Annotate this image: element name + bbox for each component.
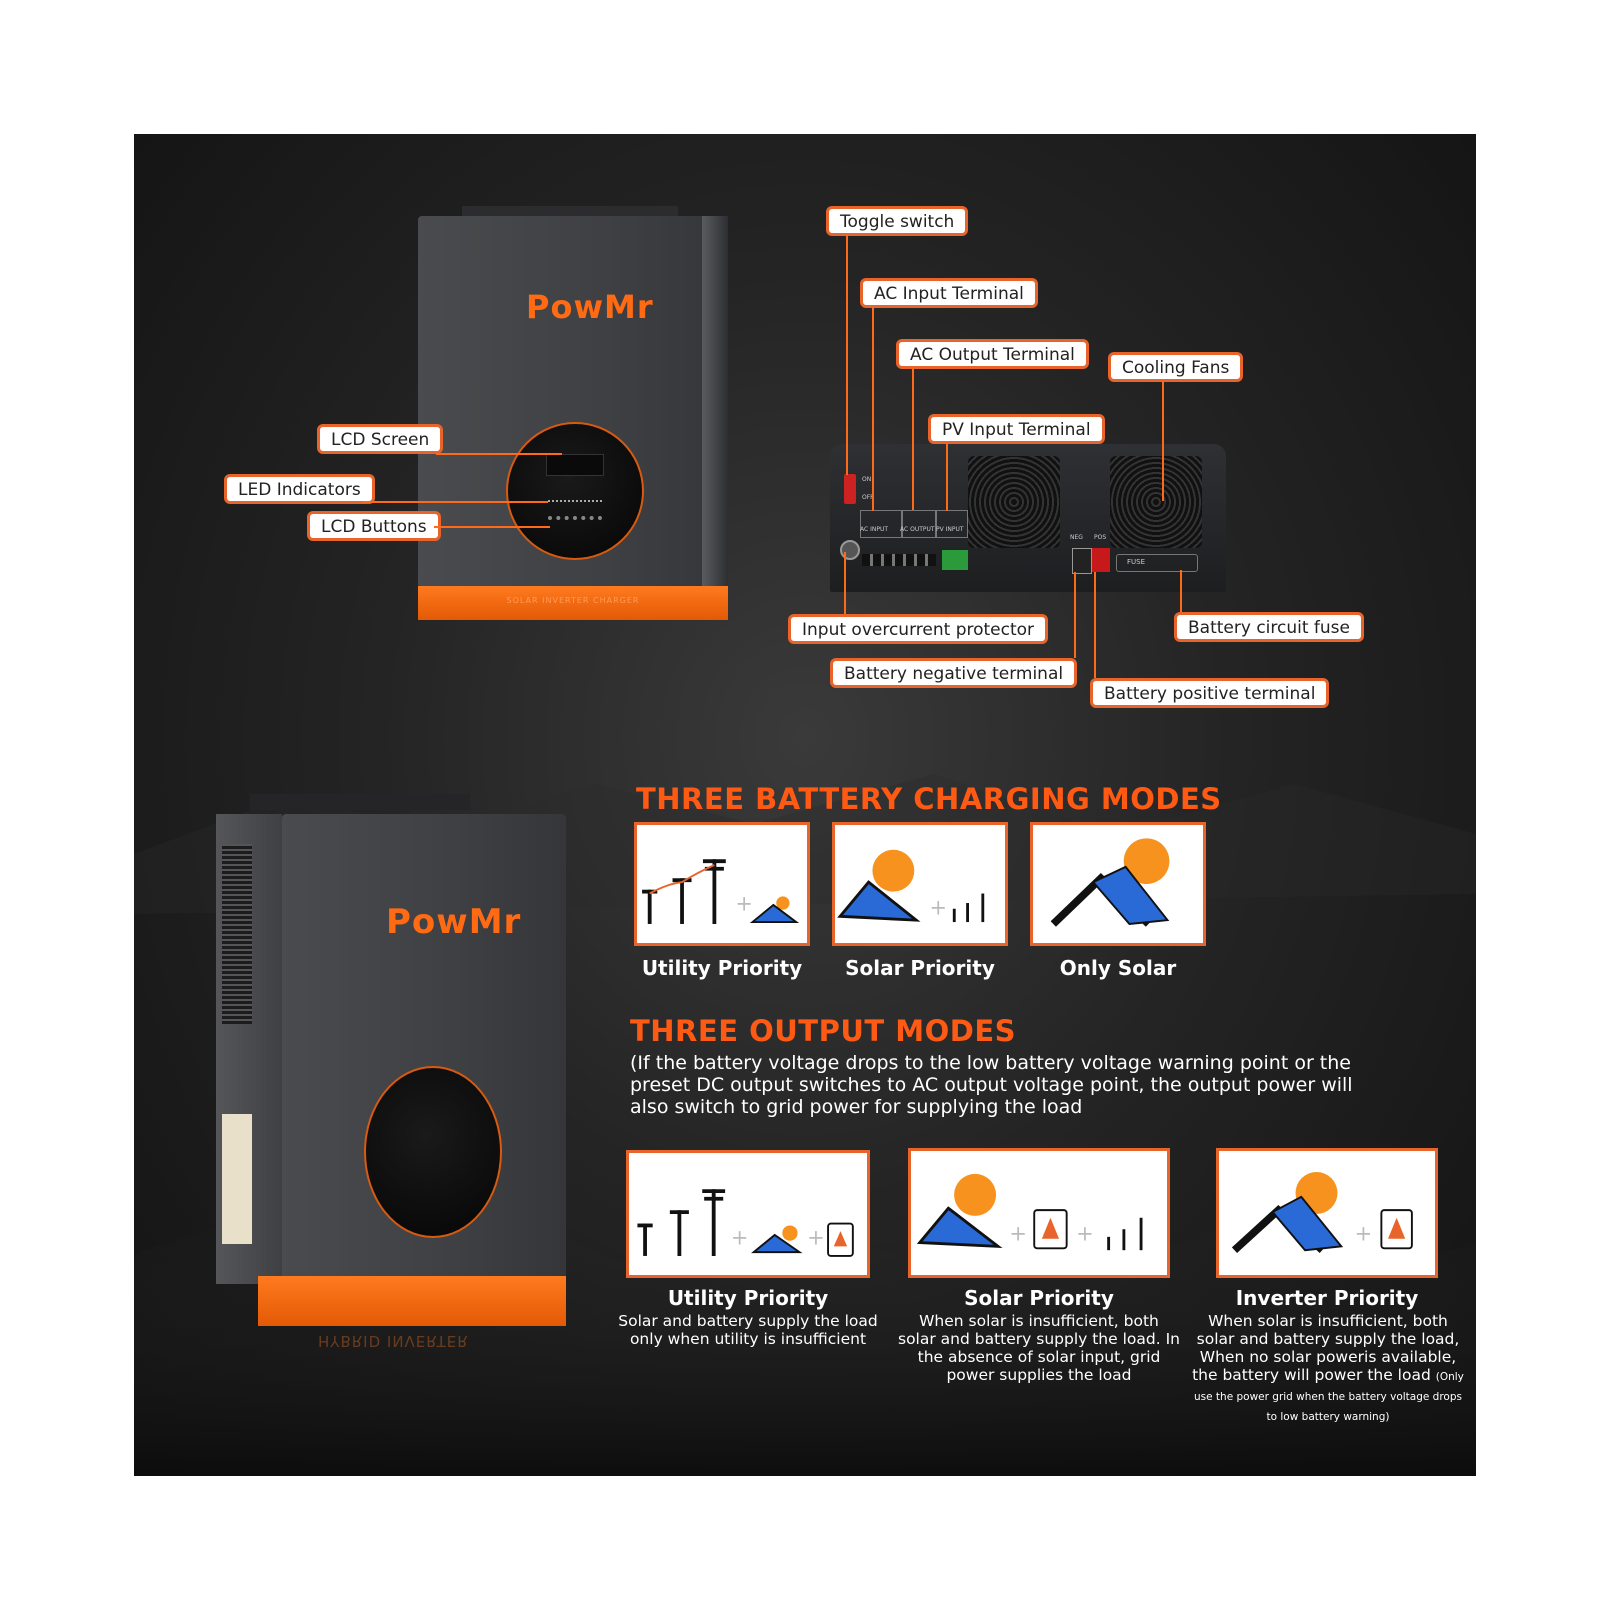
callout-toggle-switch: Toggle switch: [826, 206, 969, 236]
callout-pv-input-terminal: PV Input Terminal: [928, 414, 1105, 444]
output-desc-solar: When solar is insufficient, both solar a…: [898, 1312, 1180, 1384]
mounting-bracket: [462, 206, 678, 218]
neg-label: NEG: [1070, 534, 1083, 541]
pv-input-terminal: [936, 510, 968, 538]
battery-negative-terminal: [1072, 548, 1092, 574]
leader-ac-output: [912, 368, 914, 510]
ac-input-label: AC INPUT: [860, 526, 889, 533]
leader-fuse: [1180, 570, 1182, 612]
solar-battery-icon: +: [1231, 1171, 1413, 1254]
lcd-screen: [506, 422, 644, 560]
inverter-front-base: SOLAR INVERTER CHARGER: [418, 586, 728, 620]
callout-led-indicators: LED Indicators: [224, 474, 375, 504]
brand-logo: PowMr: [526, 288, 654, 326]
inverter-angled: PowMr HYBRID INVERTER: [216, 794, 576, 1354]
battery-positive-terminal: [1092, 548, 1110, 572]
charging-label-only-solar: Only Solar: [1059, 956, 1177, 980]
svg-text:+: +: [1355, 1222, 1373, 1246]
leader-positive: [1094, 572, 1096, 678]
pv-input-label: PV INPUT: [936, 526, 964, 533]
led-indicators: [548, 500, 602, 506]
side-vent: [222, 844, 252, 1024]
charging-card-solar: +: [832, 822, 1008, 946]
callout-lcd-screen: LCD Screen: [317, 424, 444, 454]
output-modes-title: THREE OUTPUT MODES: [630, 1014, 1017, 1048]
toggle-off-label: OFF: [862, 494, 874, 501]
leader-ac-input: [872, 307, 874, 511]
ac-output-terminal: [902, 510, 936, 538]
toggle-switch[interactable]: [844, 474, 856, 504]
charging-card-utility: +: [634, 822, 810, 946]
utility-plus-solar-icon: +: [642, 859, 800, 924]
output-desc-utility: Solar and battery supply the load only w…: [618, 1312, 878, 1348]
svg-text:+: +: [1076, 1222, 1094, 1246]
callout-ac-output-terminal: AC Output Terminal: [896, 339, 1089, 369]
leader-led-indicators: [362, 501, 548, 503]
side-base-text: HYBRID INVERTER: [318, 1332, 469, 1350]
leader-pv-input: [946, 443, 948, 511]
inverter-front: PowMr SOLAR INVERTER CHARGER: [418, 206, 728, 630]
leader-cooling-fans: [1162, 381, 1164, 501]
output-label-utility: Utility Priority: [667, 1286, 829, 1310]
fan-left: [968, 456, 1060, 548]
pv-terminal-block: [942, 550, 968, 570]
leader-lcd-buttons: [434, 526, 550, 528]
output-desc-inverter-note: (Only use the power grid when the batter…: [1194, 1371, 1464, 1423]
leader-toggle-switch: [846, 235, 848, 475]
angled-base: HYBRID INVERTER: [258, 1276, 566, 1350]
angled-side: [216, 814, 282, 1284]
charging-card-only-solar: [1030, 822, 1206, 946]
output-label-inverter: Inverter Priority: [1235, 1286, 1419, 1310]
svg-text:+: +: [807, 1226, 825, 1250]
output-label-solar: Solar Priority: [964, 1286, 1114, 1310]
charging-label-utility: Utility Priority: [641, 956, 803, 980]
leader-negative: [1074, 572, 1076, 658]
output-card-utility: + +: [626, 1150, 870, 1278]
output-desc-inverter-text: When solar is insufficient, both solar a…: [1192, 1312, 1460, 1384]
utility-solar-battery-icon: + +: [637, 1189, 854, 1257]
callout-input-overcurrent-protector: Input overcurrent protector: [788, 614, 1049, 644]
front-base-text: SOLAR INVERTER CHARGER: [506, 596, 640, 605]
angled-bracket: [250, 794, 470, 810]
lcd-readout: [546, 454, 604, 476]
lcd-screen-angled: [364, 1066, 502, 1238]
output-desc-inverter: When solar is insufficient, both solar a…: [1190, 1312, 1466, 1426]
callout-battery-positive-terminal: Battery positive terminal: [1090, 678, 1330, 708]
ac-output-label: AC OUTPUT: [900, 526, 935, 533]
solar-only-icon: [1050, 838, 1170, 927]
leader-lcd-screen: [436, 453, 562, 455]
fuse-label: FUSE: [1127, 558, 1146, 566]
output-modes-note: (If the battery voltage drops to the low…: [630, 1052, 1353, 1118]
toggle-on-label: ON: [862, 476, 872, 483]
input-overcurrent-protector[interactable]: [840, 540, 860, 560]
svg-text:+: +: [930, 895, 948, 919]
svg-text:+: +: [735, 892, 753, 916]
output-card-solar: + +: [908, 1148, 1170, 1278]
svg-text:+: +: [731, 1226, 749, 1250]
output-card-inverter: +: [1216, 1148, 1438, 1278]
inverter-bottom-view: ON OFF AC INPUT AC OUTPUT PV INPUT NEG P…: [830, 444, 1226, 592]
callout-battery-circuit-fuse: Battery circuit fuse: [1174, 612, 1364, 642]
battery-circuit-fuse: FUSE: [1116, 554, 1198, 572]
brand-logo-angled: PowMr: [386, 902, 522, 942]
inverter-edge: [702, 216, 728, 588]
lcd-buttons[interactable]: [548, 516, 602, 526]
product-panel: PowMr SOLAR INVERTER CHARGER LCD Screen …: [134, 134, 1476, 1476]
solar-plus-utility-icon: +: [837, 849, 985, 923]
terminal-block: [862, 554, 936, 566]
callout-cooling-fans: Cooling Fans: [1108, 352, 1244, 382]
callout-ac-input-terminal: AC Input Terminal: [860, 278, 1038, 308]
leader-overcurrent: [844, 552, 846, 614]
ac-input-terminal: [860, 510, 902, 538]
pos-label: POS: [1094, 534, 1107, 541]
svg-text:+: +: [1009, 1222, 1027, 1246]
callout-battery-negative-terminal: Battery negative terminal: [830, 658, 1078, 688]
charging-modes-title: THREE BATTERY CHARGING MODES: [636, 782, 1222, 816]
side-label-sticker: [222, 1114, 252, 1244]
charging-label-solar: Solar Priority: [845, 956, 995, 980]
fan-right: [1110, 456, 1202, 548]
callout-lcd-buttons: LCD Buttons: [307, 511, 441, 541]
solar-battery-utility-icon: + +: [916, 1173, 1143, 1251]
